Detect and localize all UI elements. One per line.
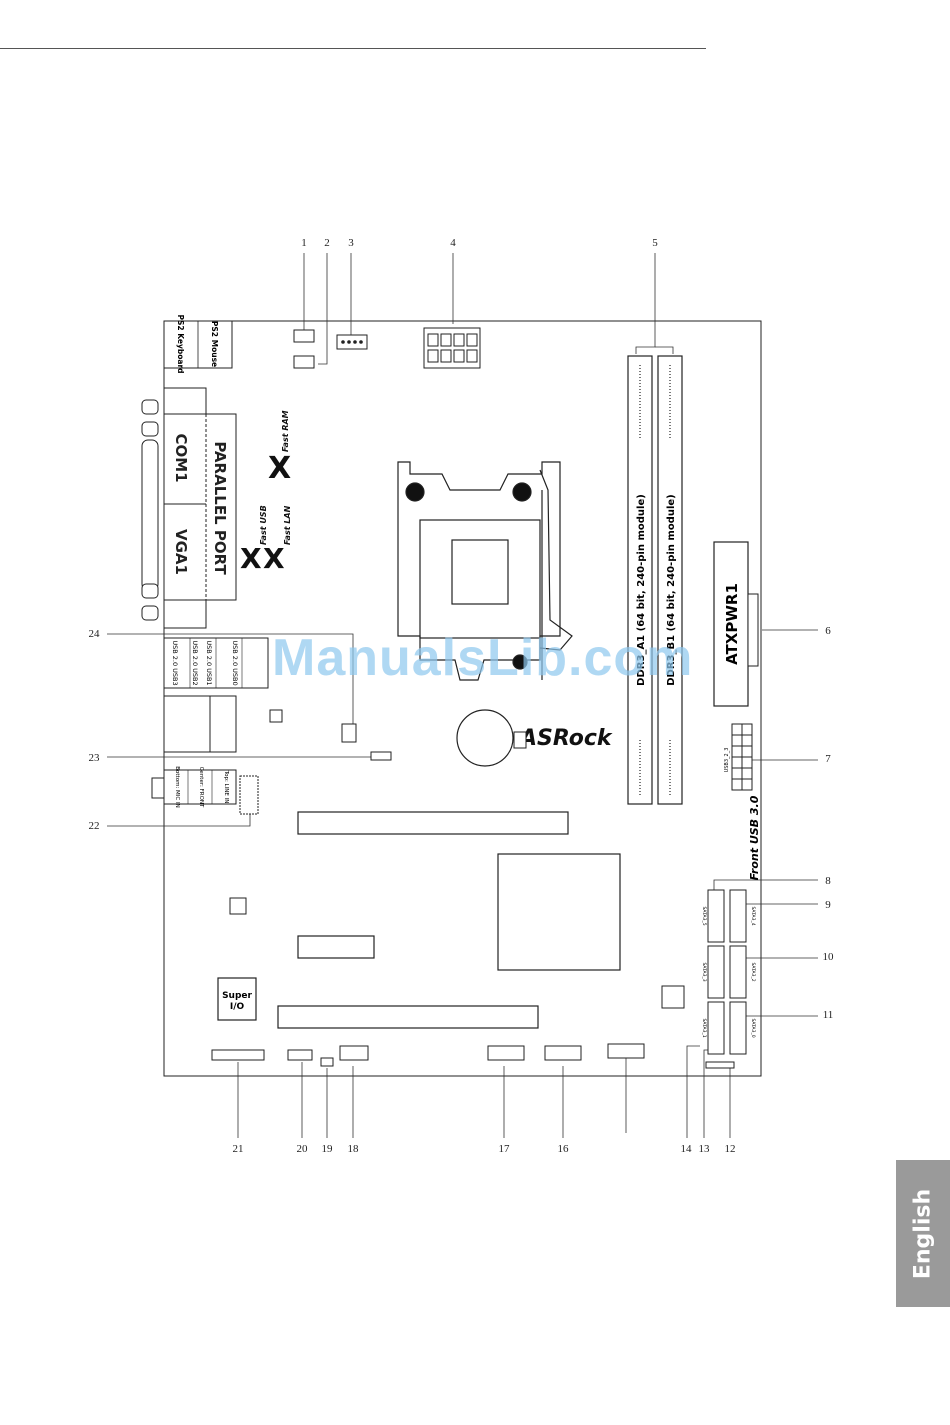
callout-21: 21: [233, 1143, 244, 1155]
callout-19: 19: [322, 1143, 334, 1155]
callout-numbers: 1 2 3 4 5 6 7 8 9 10 11 12 13 14 16 17 1…: [89, 237, 835, 1155]
dimm-a1-label: DDR3_A1 (64 bit, 240-pin module): [636, 494, 647, 686]
super-io-chip: [217, 977, 257, 1021]
bottom-headers: [211, 1043, 735, 1069]
cpu-socket: [397, 461, 573, 681]
callout-18: 18: [348, 1143, 360, 1155]
callout-24: 24: [89, 628, 101, 640]
usb2-label: USB 2.0 USB2: [191, 640, 199, 685]
callout-14: 14: [681, 1143, 693, 1155]
audio-jacks: Top: LINE IN Center: FRONT Bottom: MIC I…: [151, 766, 237, 808]
callout-4: 4: [450, 237, 456, 249]
ps2-ports: PS2 Mouse PS2 Keyboard: [163, 314, 233, 374]
audio-bottom-label: Bottom: MIC IN: [174, 766, 180, 807]
sata1-label: SATA3_1: [701, 1018, 707, 1037]
sata5-label: SATA3_5: [701, 906, 707, 925]
sata0-label: SATA3_0: [750, 1018, 756, 1037]
chipset: [497, 853, 621, 971]
usb2-rear-stack: USB 2.0 USB0 USB 2.0 USB1 USB 2.0 USB2 U…: [163, 637, 269, 689]
audio-top-label: Top: LINE IN: [223, 770, 229, 804]
top-fan-headers: [293, 329, 368, 369]
sata-ports: [707, 889, 747, 1055]
front-usb3-label: Front USB 3.0: [748, 795, 761, 880]
callout-8: 8: [825, 875, 831, 887]
usb0-label: USB 2.0 USB0: [231, 640, 239, 685]
small-chip-1: [269, 709, 283, 723]
jumper-23: [370, 751, 392, 761]
parallel-port-label: PARALLEL PORT: [211, 441, 229, 575]
callout-16: 16: [558, 1143, 570, 1155]
audio-center-label: Center: FRONT: [198, 767, 204, 808]
callout-13: 13: [699, 1143, 711, 1155]
fast-usb-label: Fast USB: [259, 505, 268, 545]
super-io-label-1: Super: [222, 991, 252, 1001]
callout-22: 22: [89, 820, 100, 832]
ps2-keyboard-label: PS2 Keyboard: [176, 314, 185, 373]
atxpwr1-connector: ATXPWR1: [713, 541, 759, 707]
callout-12: 12: [725, 1143, 736, 1155]
callout-11: 11: [823, 1009, 834, 1021]
rear-io-serial-block: [141, 387, 237, 629]
dimm-b1-label: DDR3_B1 (64 bit, 240-pin module): [666, 494, 677, 686]
callout-7: 7: [825, 753, 831, 765]
usb3-label: USB 2.0 USB3: [171, 640, 179, 685]
super-io-label-2: I/O: [230, 1002, 245, 1012]
fast-lan-label: Fast LAN: [283, 505, 292, 545]
lan-port: [163, 695, 237, 753]
usb3-header: [731, 723, 753, 791]
ps2-mouse-label: PS2 Mouse: [210, 321, 219, 367]
pci-slot: [277, 1005, 539, 1029]
callout-10: 10: [823, 951, 835, 963]
small-chip-3: [661, 985, 685, 1009]
callout-1: 1: [301, 237, 307, 249]
callout-5: 5: [652, 237, 658, 249]
atx12v-connector: [423, 327, 481, 369]
asrock-logo: ASRock: [518, 726, 613, 751]
fast-ram-label: Fast RAM: [281, 410, 290, 452]
sata2-label: SATA3_2: [750, 962, 756, 981]
small-chip-2: [229, 897, 247, 915]
top-rule: [0, 48, 706, 49]
cha-fan-header: [341, 723, 357, 743]
callout-23: 23: [89, 752, 101, 764]
language-tab-label: English: [910, 1188, 936, 1279]
callout-20: 20: [297, 1143, 309, 1155]
leader-lines: [107, 253, 818, 1138]
pcie-x16-slot: [297, 811, 569, 835]
dimm-slots: [627, 355, 683, 805]
pcie-x1-slot: [297, 935, 375, 959]
callout-3: 3: [348, 237, 354, 249]
usb3-header-label: USB3_2_3: [724, 748, 730, 773]
usb1-label: USB 2.0 USB1: [205, 640, 213, 685]
com1-label: COM1: [172, 433, 190, 482]
fast-ram-x-icon: X: [268, 451, 291, 486]
sata3-label: SATA3_3: [701, 962, 707, 981]
cmos-battery: [456, 709, 527, 767]
watermark: ManualsLib.com: [272, 629, 694, 687]
language-tab[interactable]: English: [896, 1160, 950, 1307]
callout-2: 2: [324, 237, 330, 249]
sata4-label: SATA3_4: [750, 906, 756, 925]
fast-lan-x-icon: X: [263, 542, 285, 575]
vga1-label: VGA1: [172, 529, 190, 575]
atxpwr1-label: ATXPWR1: [723, 583, 741, 665]
front-audio-header: [239, 775, 259, 815]
callout-17: 17: [499, 1143, 511, 1155]
callout-6: 6: [825, 625, 831, 637]
fast-logos: X Fast RAM X X Fast USB Fast LAN: [240, 410, 292, 575]
fast-usb-x-icon: X: [240, 542, 262, 575]
callout-9: 9: [825, 899, 831, 911]
